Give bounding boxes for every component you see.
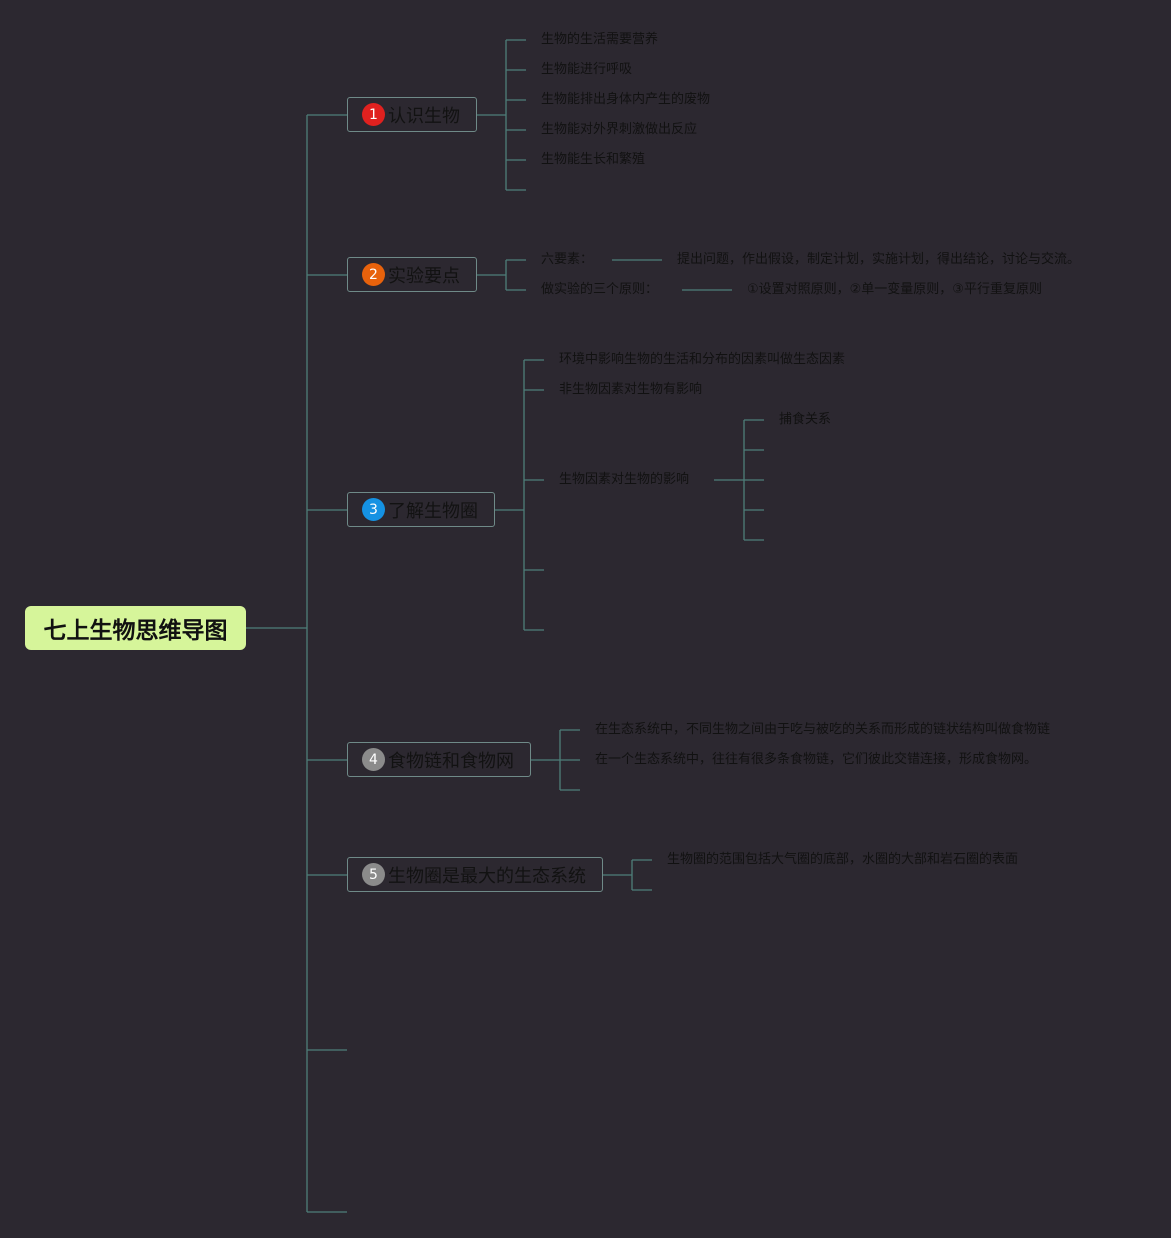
leaf-item[interactable]: 环境中影响生物的生活和分布的因素叫做生态因素 [559,352,846,367]
leaf-item[interactable]: 在生态系统中，不同生物之间由于吃与被吃的关系而形成的链状结构叫做食物链 [595,722,1051,737]
leaf-detail[interactable]: ①设置对照原则，②单一变量原则，③平行重复原则 [747,282,1042,297]
number-badge-icon: 4 [362,748,385,771]
leaf-item[interactable]: 生物能排出身体内产生的废物 [541,92,711,107]
leaf-item[interactable]: 六要素： [541,252,594,267]
root-node[interactable]: 七上生物思维导图 [25,606,246,650]
leaf-item[interactable]: 生物能生长和繁殖 [541,152,646,167]
topic-node-2[interactable]: 2 实验要点 [347,257,477,292]
leaf-item[interactable]: 生物的生活需要营养 [541,32,659,47]
leaf-item[interactable]: 生物因素对生物的影响 [559,472,690,487]
leaf-item[interactable]: 生物能对外界刺激做出反应 [541,122,698,137]
number-badge-icon: 5 [362,863,385,886]
topic-title: 生物圈是最大的生态系统 [388,865,586,887]
topic-title: 了解生物圈 [388,500,478,522]
topic-node-1[interactable]: 1 认识生物 [347,97,477,132]
sub-leaf-item[interactable]: 捕食关系 [779,412,832,427]
number-badge-icon: 2 [362,263,385,286]
topic-node-3[interactable]: 3 了解生物圈 [347,492,495,527]
number-badge-icon: 1 [362,103,385,126]
leaf-item[interactable]: 生物圈的范围包括大气圈的底部，水圈的大部和岩石圈的表面 [667,852,1019,867]
number-badge-icon: 3 [362,498,385,521]
topic-title: 认识生物 [388,105,460,127]
topic-title: 实验要点 [388,265,460,287]
topic-node-4[interactable]: 4 食物链和食物网 [347,742,531,777]
leaf-item[interactable]: 生物能进行呼吸 [541,62,633,77]
root-title: 七上生物思维导图 [43,618,228,644]
leaf-item[interactable]: 在一个生态系统中，往往有很多条食物链，它们彼此交错连接，形成食物网。 [595,752,1038,767]
leaf-item[interactable]: 做实验的三个原则： [541,282,659,297]
leaf-item[interactable]: 非生物因素对生物有影响 [559,382,703,397]
leaf-detail[interactable]: 提出问题，作出假设，制定计划，实施计划，得出结论，讨论与交流。 [677,252,1081,267]
topic-title: 食物链和食物网 [388,750,514,772]
topic-node-5[interactable]: 5 生物圈是最大的生态系统 [347,857,603,892]
